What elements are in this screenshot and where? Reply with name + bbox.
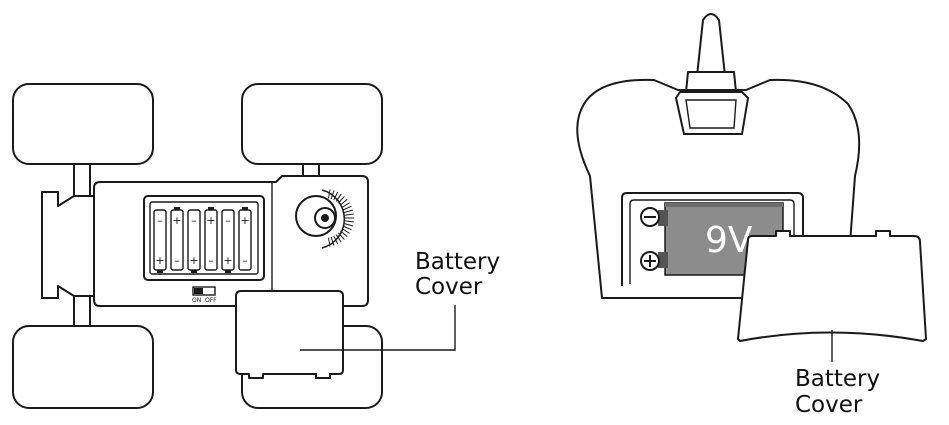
dial-tick — [344, 209, 354, 213]
battery-terminal-top — [658, 210, 668, 226]
battery-9v-top-edge — [665, 203, 783, 207]
dial-tick — [327, 189, 331, 199]
dial-tick — [338, 196, 345, 204]
car-battery-cover[interactable] — [235, 290, 344, 379]
remote-controller-illustration: 9V Battery Cover — [576, 13, 927, 418]
car-battery-compartment-inner — [149, 201, 259, 275]
car-callout-label-line2: Cover — [415, 274, 483, 300]
aa-minus-mark: – — [225, 214, 231, 227]
aa-minus-mark: – — [157, 214, 163, 227]
dial-tick — [333, 191, 339, 201]
dial-tick — [335, 234, 342, 243]
dial-tick — [341, 228, 350, 234]
aa-battery-cells: +–+–+–+–+–+– — [153, 207, 252, 273]
car-bumper — [41, 191, 97, 299]
aa-minus-mark: – — [174, 254, 180, 267]
aa-plus-mark: + — [223, 254, 232, 267]
car-callout-label-line1: Battery — [415, 249, 500, 275]
dial-tick — [344, 213, 354, 216]
switch-off-label: OFF — [205, 297, 217, 304]
dial-tick — [330, 190, 335, 200]
dial-tick — [344, 223, 354, 227]
aa-battery-terminal — [208, 207, 214, 210]
aa-plus-mark: + — [189, 254, 198, 267]
battery-9v-label: 9V — [705, 220, 753, 261]
dial-tick — [327, 237, 331, 247]
power-switch-knob[interactable] — [194, 288, 203, 294]
aa-plus-mark: + — [206, 214, 215, 227]
dial-tick — [341, 202, 350, 208]
power-switch[interactable] — [192, 286, 216, 296]
rc-car-illustration: +–+–+–+–+–+– ON OFF Battery Cover — [12, 83, 500, 409]
dial-tick — [333, 235, 339, 245]
aa-minus-mark: – — [208, 254, 214, 267]
aa-plus-mark: + — [172, 214, 181, 227]
car-callout-line — [300, 305, 456, 351]
dial-tick — [339, 198, 348, 206]
antenna-collar-inner — [685, 99, 737, 129]
dial-tick — [338, 232, 345, 240]
aa-plus-mark: + — [240, 214, 249, 227]
aa-battery-terminal — [225, 270, 231, 273]
aa-plus-mark: + — [155, 254, 164, 267]
remote-callout-label-line2: Cover — [795, 392, 863, 418]
remote-callout-label-line1: Battery — [795, 366, 880, 392]
wheel-front-left — [12, 83, 154, 165]
antenna-collar — [675, 91, 749, 135]
steering-trim-dial — [295, 189, 354, 249]
aa-minus-mark: – — [191, 214, 197, 227]
aa-minus-mark: – — [242, 254, 248, 267]
dial-tick — [339, 230, 348, 238]
wheel-rear-left — [12, 325, 154, 409]
remote-battery-cover[interactable] — [737, 230, 927, 342]
battery-terminal-bottom — [658, 252, 668, 268]
remote-antenna — [696, 13, 726, 77]
aa-battery-terminal — [242, 207, 248, 210]
aa-battery-terminal — [157, 270, 163, 273]
switch-on-label: ON — [192, 297, 201, 304]
wheel-front-right — [241, 83, 383, 165]
dial-tick — [335, 193, 342, 202]
remote-battery-compartment-inner — [629, 199, 795, 284]
dial-tick — [343, 225, 352, 231]
dial-tick — [344, 220, 354, 223]
aa-battery-terminal — [174, 207, 180, 210]
aa-battery-terminal — [191, 270, 197, 273]
dial-tick — [330, 236, 335, 246]
dial-tick — [343, 205, 352, 211]
